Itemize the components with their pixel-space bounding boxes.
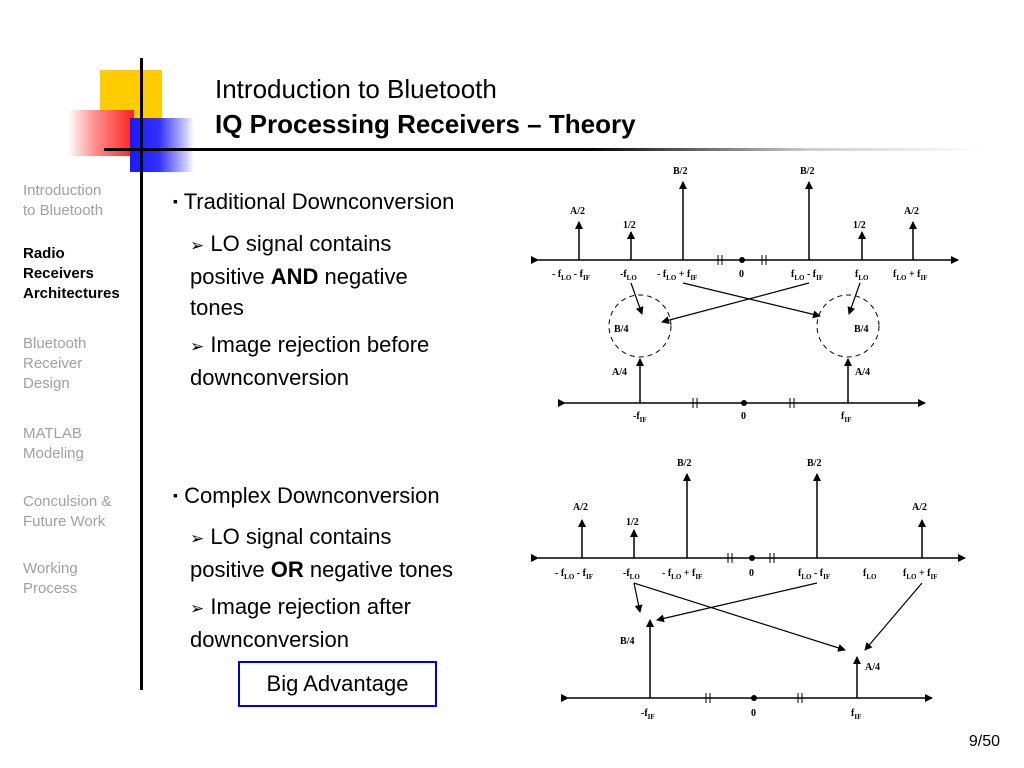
axis-label: fLO + fIF <box>903 568 938 581</box>
sub-bullet-lo-and: ➢ LO signal contains positive AND negati… <box>190 231 408 320</box>
arrow-label: B/4 <box>620 636 634 647</box>
arrow-label: A/2 <box>573 502 588 513</box>
arrow-label: A/4 <box>612 367 627 378</box>
sidebar-item-label: Modeling <box>23 445 84 462</box>
axis-label: 0 <box>741 411 746 422</box>
axis-label: -fIF <box>641 708 655 721</box>
sidebar-item-label: Introduction <box>23 182 102 199</box>
sidebar-item-label: Working <box>23 560 78 577</box>
image-circle <box>816 294 880 358</box>
arrow-label: 1/2 <box>623 220 636 231</box>
axis-label: - fLO - fIF <box>552 269 590 282</box>
sub-bullet-image-after: ➢ Image rejection after downconversion <box>190 594 411 652</box>
sidebar-item-label: Future Work <box>23 513 106 530</box>
slide-title-line2: IQ Processing Receivers – Theory <box>215 109 636 139</box>
sidebar-item-working-process[interactable]: Working Process <box>23 559 138 599</box>
arrow-label: 1/2 <box>853 220 866 231</box>
vertical-divider <box>140 58 143 690</box>
sidebar-item-label: Bluetooth <box>23 335 87 352</box>
arrow-label: B/2 <box>807 458 821 469</box>
sub-bullet-lo-or: ➢ LO signal contains positive OR negativ… <box>190 524 453 582</box>
sidebar-item-label: Radio <box>23 245 65 262</box>
sidebar-item-label: Receiver <box>23 355 83 372</box>
sidebar-item-label: MATLAB <box>23 425 82 442</box>
circle-label: B/4 <box>854 324 868 335</box>
arrow-label: A/4 <box>855 367 870 378</box>
big-advantage-box: Big Advantage <box>238 661 437 707</box>
image-circle <box>608 294 672 358</box>
sidebar-item-label: Receivers <box>23 265 94 282</box>
arrow-label: B/2 <box>800 166 814 177</box>
sidebar-item-label: Conculsion & <box>23 493 112 510</box>
axis-label: fLO - fIF <box>791 269 823 282</box>
page-number: 9/50 <box>968 733 1000 750</box>
complex-downconversion-diagram: A/2 1/2 B/2 B/2 A/2 - fLO - fIF -fLO - f… <box>531 458 966 721</box>
sidebar-item-matlab[interactable]: MATLAB Modeling <box>23 424 138 464</box>
axis-label: - fLO - fIF <box>555 568 593 581</box>
axis-label: fLO <box>855 269 869 282</box>
sidebar-item-bluetooth-design[interactable]: Bluetooth Receiver Design <box>23 334 138 394</box>
axis-label: fLO + fIF <box>893 269 928 282</box>
sidebar-item-label: Process <box>23 580 78 597</box>
arrow-label: A/2 <box>570 206 585 217</box>
sidebar-item-label: to Bluetooth <box>23 202 104 219</box>
sidebar-item-label: Architectures <box>23 285 120 302</box>
bullet-traditional: ▪ Traditional Downconversion <box>173 189 455 214</box>
axis-label: fLO - fIF <box>798 568 830 581</box>
sidebar-item-radio-receivers[interactable]: Radio Receivers Architectures <box>23 244 138 304</box>
axis-label: fIF <box>841 411 851 424</box>
axis-label: -fLO <box>620 269 637 282</box>
axis-label: 0 <box>749 568 754 579</box>
slide-title-line1: Introduction to Bluetooth <box>215 74 497 104</box>
arrow-label: A/2 <box>904 206 919 217</box>
sidebar-item-label: Design <box>23 375 70 392</box>
arrow-label: B/2 <box>673 166 687 177</box>
axis-label: - fLO + fIF <box>657 269 697 282</box>
traditional-downconversion-diagram: A/2 1/2 B/2 B/2 1/2 A/2 - fLO - fIF -fLO… <box>531 166 959 424</box>
bullet-complex: ▪ Complex Downconversion <box>173 483 440 508</box>
sidebar-item-conclusion[interactable]: Conculsion & Future Work <box>23 492 138 532</box>
sub-bullet-image-before: ➢ Image rejection before downconversion <box>190 332 430 390</box>
arrow-label: 1/2 <box>626 517 639 528</box>
axis-label: fLO <box>863 568 877 581</box>
arrow-label: B/2 <box>677 458 691 469</box>
title-underline <box>104 148 984 151</box>
circle-label: B/4 <box>614 324 628 335</box>
axis-label: -fIF <box>633 411 647 424</box>
arrow-label: A/2 <box>912 502 927 513</box>
axis-label: - fLO + fIF <box>662 568 702 581</box>
axis-label: 0 <box>739 269 744 280</box>
axis-label: fIF <box>851 708 861 721</box>
arrow-label: A/4 <box>865 662 880 673</box>
axis-label: -fLO <box>623 568 640 581</box>
sidebar-item-introduction[interactable]: Introduction to Bluetooth <box>23 181 138 221</box>
axis-label: 0 <box>751 708 756 719</box>
